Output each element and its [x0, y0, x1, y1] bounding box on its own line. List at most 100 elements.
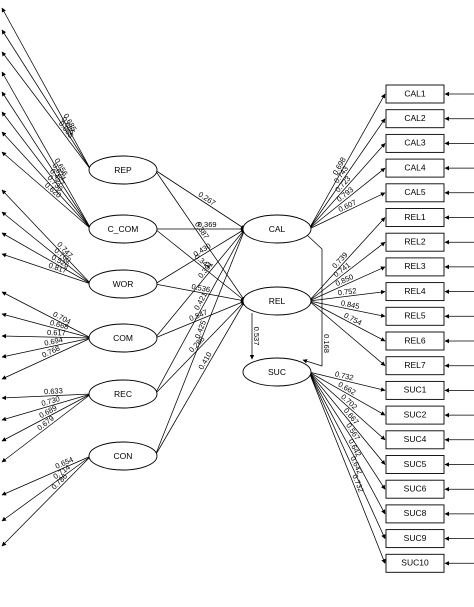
- indicator-label-rel1: REL1: [404, 212, 426, 222]
- loading-line-suc9: [308, 371, 386, 540]
- indicator-label-rel7: REL7: [404, 360, 426, 370]
- path-label-wor-rel: 0.536: [191, 282, 211, 294]
- latent-node-con: [88, 441, 158, 471]
- loading-label-rel4: 0.752: [337, 286, 357, 297]
- indicator-label-suc5: SUC5: [404, 459, 427, 469]
- latent-node-rel: [242, 286, 312, 316]
- indicator-box-suc9: [385, 529, 445, 549]
- indicator-label-rel3: REL3: [404, 261, 426, 271]
- indicator-label-rel5: REL5: [404, 311, 426, 321]
- path-con-rel: [154, 300, 246, 457]
- latent-node-cal: [242, 214, 312, 244]
- indicator-box-suc8: [385, 504, 445, 524]
- loading-line-com-1: [1, 291, 92, 339]
- path-c_com-rel: [154, 228, 246, 302]
- latent-label-com: COM: [113, 333, 133, 343]
- indicator-box-suc5: [385, 455, 445, 474]
- loading-line-wor-2: [1, 211, 92, 285]
- indicator-label-suc10: SUC10: [401, 558, 429, 568]
- loading-line-rep-1: [1, 7, 92, 171]
- indicator-box-rel3: [385, 257, 445, 277]
- loading-line-c_com-4: [1, 131, 92, 230]
- path-rec-cal: [154, 228, 246, 395]
- loading-line-con-2: [1, 455, 92, 522]
- loading-line-suc10: [308, 371, 386, 564]
- loading-label-suc1: 0.732: [334, 369, 354, 382]
- latent-label-con: CON: [114, 451, 133, 461]
- loading-line-suc4: [308, 371, 386, 441]
- path-com-rel: [154, 300, 246, 339]
- loading-line-cal3: [308, 143, 386, 230]
- indicator-label-rel4: REL4: [404, 286, 426, 296]
- loading-line-suc1: [308, 371, 386, 392]
- indicator-label-cal2: CAL2: [404, 113, 426, 123]
- indicator-box-rel7: [385, 356, 445, 376]
- indicator-box-cal2: [385, 109, 445, 129]
- path-label-c_com-cal: 0.369: [198, 220, 217, 229]
- nodes-layer: CAL1CAL2CAL3CAL4CAL5REL1REL2REL3REL4REL5…: [88, 84, 445, 573]
- loading-line-con-3: [1, 455, 92, 547]
- indicator-box-cal5: [385, 183, 445, 203]
- loading-label-suc10: 0.732: [350, 473, 365, 494]
- loading-line-com-2: [1, 312, 92, 339]
- loading-label-com-4: 0.694: [43, 335, 63, 348]
- loading-label-rel6: 0.754: [342, 311, 363, 328]
- loading-line-rec-2: [1, 393, 92, 422]
- latent-node-c-com: [88, 214, 158, 244]
- loading-line-suc5: [308, 371, 386, 465]
- path-com-cal: [154, 228, 246, 339]
- loading-line-wor-4: [1, 253, 92, 285]
- loading-line-con-1: [1, 455, 92, 496]
- indicator-box-suc2: [385, 405, 445, 425]
- indicator-box-rel4: [385, 282, 445, 302]
- loading-line-com-4: [1, 337, 92, 359]
- loading-line-wor-1: [1, 189, 92, 285]
- indicator-label-cal3: CAL3: [404, 138, 426, 148]
- indicator-box-rel1: [385, 208, 445, 227]
- indicator-label-rel6: REL6: [404, 335, 426, 345]
- indicator-label-suc4: SUC4: [404, 434, 427, 444]
- path-rec-rel: [154, 300, 246, 395]
- latent-node-rec: [88, 379, 158, 409]
- indicator-label-cal4: CAL4: [404, 162, 426, 172]
- loading-line-cal5: [308, 192, 386, 230]
- indicator-label-suc2: SUC2: [404, 409, 427, 419]
- loading-line-cal2: [308, 118, 386, 230]
- indicator-label-rel2: REL2: [404, 236, 426, 246]
- indicator-box-suc6: [385, 479, 445, 499]
- indicator-box-cal4: [385, 158, 445, 178]
- loading-label-rec-1: 0.633: [44, 386, 63, 396]
- indicator-box-suc4: [385, 430, 445, 450]
- loading-line-rec-4: [1, 393, 92, 463]
- path-cal-suc: [302, 234, 323, 367]
- latent-node-suc: [242, 357, 312, 387]
- indicator-box-suc1: [385, 380, 445, 400]
- loading-line-cal1: [308, 93, 386, 230]
- path-label-rep-cal: 0.267: [197, 190, 218, 208]
- indicator-label-suc1: SUC1: [404, 385, 427, 395]
- path-wor-rel: [154, 283, 246, 303]
- latent-label-c-com: C_COM: [108, 224, 139, 234]
- latent-label-rep: REP: [114, 165, 132, 175]
- latent-label-rel: REL: [269, 296, 286, 306]
- path-label-cal-suc: 0.168: [322, 334, 331, 353]
- indicator-label-cal5: CAL5: [404, 187, 426, 197]
- latent-node-rep: [88, 155, 158, 185]
- loading-label-rec-4: 0.679: [35, 414, 55, 433]
- indicator-box-rel2: [385, 232, 445, 252]
- loading-line-rep-2: [1, 29, 92, 171]
- coefficient-labels-layer: 0.6850.6860.6650.6560.6240.4570.7300.620…: [35, 112, 365, 494]
- latent-node-com: [88, 323, 158, 353]
- path-rep-rel: [154, 169, 246, 302]
- loading-line-com-3: [1, 333, 92, 339]
- latent-node-wor: [88, 269, 158, 299]
- path-rep-cal: [154, 169, 246, 230]
- indicator-label-cal1: CAL1: [404, 88, 426, 98]
- loading-label-suc9: 0.642: [348, 455, 364, 476]
- indicator-box-rel5: [385, 306, 445, 326]
- loading-label-com-5: 0.768: [40, 344, 61, 360]
- path-label-con-cal: 0.425: [193, 319, 208, 340]
- loading-line-c_com-2: [1, 91, 92, 230]
- loading-line-cal4: [308, 167, 386, 230]
- latent-label-cal: CAL: [269, 224, 286, 234]
